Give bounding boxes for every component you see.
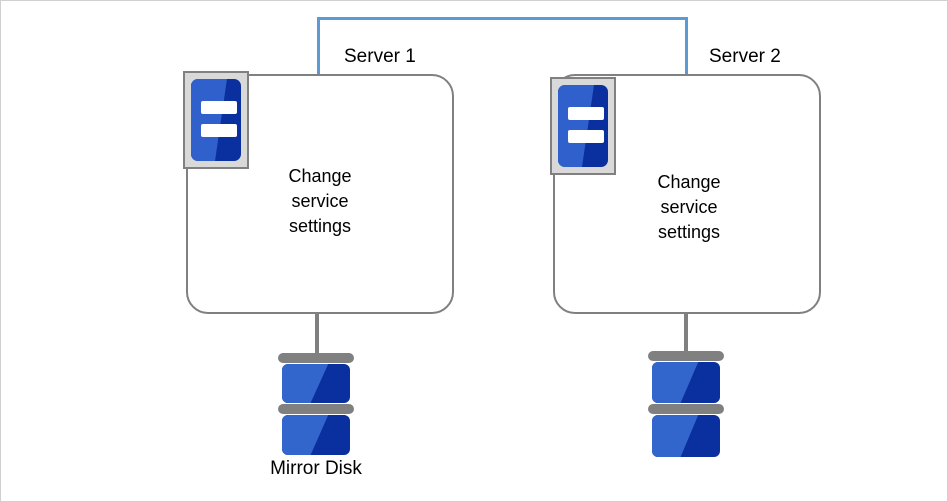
server-1-server-icon	[183, 71, 249, 169]
mirror-disk-label: Mirror Disk	[270, 458, 362, 479]
server-2-body-text: Change service settings	[619, 170, 759, 245]
server-1-body-line-3: settings	[288, 216, 352, 236]
server-2-disk-stack	[648, 351, 724, 457]
disk-plate-top	[648, 351, 724, 361]
server-1-label: Server 1	[344, 46, 416, 67]
server-2-server-icon	[550, 77, 616, 175]
server-2-label: Server 2	[709, 46, 781, 67]
disk-plate-top	[278, 353, 354, 363]
server-1-body-text: Change service settings	[250, 164, 390, 239]
server-1-body-line-2: service	[291, 191, 349, 211]
cluster-link-left-leg	[317, 17, 320, 76]
server-2-disk-stem	[684, 314, 688, 354]
disk-slab-upper	[652, 362, 720, 403]
server-1-disk-stem	[315, 314, 319, 356]
disk-slab-lower	[282, 415, 350, 455]
server-1-disk-stack	[278, 353, 354, 455]
server-icon-body	[191, 79, 241, 161]
server-1-body-line-1: Change	[288, 166, 352, 186]
disk-plate-middle	[648, 404, 724, 414]
server-2-body-line-1: Change	[657, 172, 721, 192]
cluster-link-right-leg	[685, 17, 688, 76]
disk-plate-middle	[278, 404, 354, 414]
disk-slab-lower	[652, 415, 720, 457]
server-icon-body	[558, 85, 608, 167]
server-icon-bar-top	[201, 101, 237, 114]
server-icon-bar-top	[568, 107, 604, 120]
cluster-link-horizontal	[317, 17, 688, 20]
disk-slab-upper	[282, 364, 350, 403]
server-icon-bar-bottom	[568, 130, 604, 143]
server-2-body-line-3: settings	[657, 222, 721, 242]
server-2-body-line-2: service	[660, 197, 718, 217]
server-icon-bar-bottom	[201, 124, 237, 137]
